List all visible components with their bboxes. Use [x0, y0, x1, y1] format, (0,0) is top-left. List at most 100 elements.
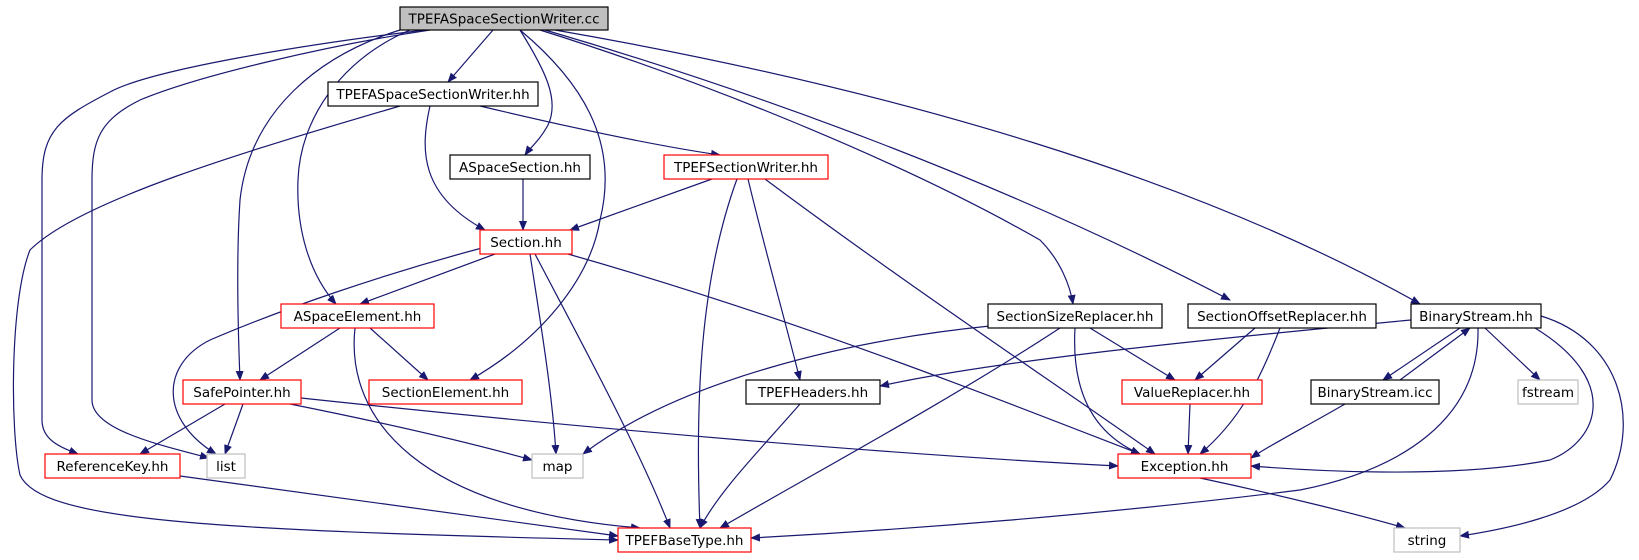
edge-root-to-sectionelement — [469, 29, 606, 381]
edge-binarystream_icc-to-exception — [1250, 403, 1346, 459]
node-sectionoffsetreplacer[interactable]: SectionOffsetReplacer.hh — [1187, 303, 1377, 329]
node-list[interactable]: list — [206, 453, 246, 479]
node-tpefheaders[interactable]: TPEFHeaders.hh — [745, 379, 881, 405]
node-box-binarystream_hh — [1410, 303, 1542, 329]
node-box-root — [399, 6, 609, 31]
edge-writer_hh-to-tpefsectionwriter — [479, 105, 721, 158]
node-safepointer[interactable]: SafePointer.hh — [182, 379, 302, 405]
node-fstream[interactable]: fstream — [1517, 379, 1579, 405]
node-label-aspacesection: ASpaceSection.hh — [459, 160, 581, 176]
node-root[interactable]: TPEFASpaceSectionWriter.cc — [399, 6, 609, 31]
node-box-list — [206, 453, 246, 479]
node-label-map: map — [543, 459, 573, 475]
node-box-sectionelement — [368, 379, 523, 405]
node-binarystream_hh[interactable]: BinaryStream.hh — [1410, 303, 1542, 329]
node-sectionsizereplacer[interactable]: SectionSizeReplacer.hh — [987, 303, 1163, 329]
node-label-root: TPEFASpaceSectionWriter.cc — [407, 12, 599, 28]
node-label-sectionsizereplacer: SectionSizeReplacer.hh — [997, 309, 1154, 325]
edge-tpefsectionwriter-to-tpefheaders — [747, 178, 802, 381]
node-exception[interactable]: Exception.hh — [1117, 453, 1252, 479]
edge-aspaceelement-to-sectionelement — [369, 327, 429, 381]
node-label-safepointer: SafePointer.hh — [193, 385, 290, 401]
edge-binarystream_hh-to-fstream — [1484, 327, 1541, 381]
edge-root-to-binarystream_hh — [554, 29, 1421, 305]
node-layer: TPEFASpaceSectionWriter.ccTPEFASpaceSect… — [44, 6, 1579, 553]
edge-writer_hh-to-section — [424, 105, 486, 231]
node-label-referencekey: ReferenceKey.hh — [57, 459, 169, 475]
edge-root-to-aspaceelement — [297, 29, 411, 305]
node-label-sectionoffsetreplacer: SectionOffsetReplacer.hh — [1197, 309, 1367, 325]
node-box-tpefheaders — [745, 379, 881, 405]
edge-root-to-sectionoffsetreplacer — [544, 29, 1231, 301]
edge-binarystream_icc-to-binarystream_hh — [1399, 327, 1471, 381]
node-box-fstream — [1517, 379, 1579, 405]
edge-binarystream_hh-to-tpefbasetype — [750, 327, 1479, 542]
node-box-tpefbasetype — [617, 527, 752, 553]
node-box-aspaceelement — [280, 303, 435, 329]
edge-sectionsizereplacer-to-map — [582, 325, 991, 455]
node-box-exception — [1117, 453, 1252, 479]
edge-sectionsizereplacer-to-exception — [1074, 327, 1141, 455]
node-writer_hh[interactable]: TPEFASpaceSectionWriter.hh — [327, 81, 539, 107]
edge-layer — [12, 29, 1624, 544]
node-box-referencekey — [44, 453, 181, 479]
edge-referencekey-to-tpefbasetype — [179, 475, 619, 539]
edge-section-to-aspaceelement — [359, 253, 496, 305]
node-label-exception: Exception.hh — [1141, 459, 1229, 475]
node-box-sectionoffsetreplacer — [1187, 303, 1377, 329]
node-aspacesection[interactable]: ASpaceSection.hh — [449, 154, 591, 180]
node-label-section: Section.hh — [490, 235, 562, 251]
edge-binarystream_hh-to-binarystream_icc — [1382, 327, 1461, 381]
node-referencekey[interactable]: ReferenceKey.hh — [44, 453, 181, 479]
edge-tpefsectionwriter-to-section — [569, 178, 713, 231]
node-label-binarystream_hh: BinaryStream.hh — [1419, 309, 1533, 325]
edge-tpefheaders-to-tpefbasetype — [699, 403, 801, 529]
edge-section-to-map — [529, 253, 560, 455]
edge-aspaceelement-to-safepointer — [259, 327, 341, 381]
edge-safepointer-to-list — [224, 403, 244, 455]
node-string[interactable]: string — [1393, 527, 1461, 553]
edge-writer_hh-to-tpefbasetype — [12, 105, 619, 544]
node-box-tpefsectionwriter — [663, 154, 829, 180]
node-box-sectionsizereplacer — [987, 303, 1163, 329]
node-tpefsectionwriter[interactable]: TPEFSectionWriter.hh — [663, 154, 829, 180]
edge-sectionsizereplacer-to-tpefbasetype — [719, 327, 1061, 529]
node-map[interactable]: map — [531, 453, 584, 479]
node-box-writer_hh — [327, 81, 539, 107]
edge-root-to-sectionsizereplacer — [539, 29, 1076, 305]
node-box-string — [1393, 527, 1461, 553]
edge-root-to-referencekey — [41, 29, 426, 455]
node-box-aspacesection — [449, 154, 591, 180]
edge-aspaceelement-to-tpefbasetype — [353, 327, 641, 532]
node-box-section — [479, 229, 573, 255]
node-box-valuereplacer — [1121, 379, 1263, 405]
node-label-sectionelement: SectionElement.hh — [382, 385, 509, 401]
node-box-safepointer — [182, 379, 302, 405]
node-label-writer_hh: TPEFASpaceSectionWriter.hh — [335, 87, 529, 103]
edge-root-to-safepointer — [235, 29, 401, 381]
edge-binarystream_hh-to-string — [1459, 315, 1624, 539]
node-label-valuereplacer: ValueReplacer.hh — [1134, 385, 1250, 401]
edge-root-to-list — [91, 29, 431, 460]
node-section[interactable]: Section.hh — [479, 229, 573, 255]
node-valuereplacer[interactable]: ValueReplacer.hh — [1121, 379, 1263, 405]
node-tpefbasetype[interactable]: TPEFBaseType.hh — [617, 527, 752, 553]
edge-section-to-tpefbasetype — [534, 253, 671, 529]
edge-sectionsizereplacer-to-valuereplacer — [1089, 327, 1176, 381]
edge-section-to-exception — [567, 253, 1141, 455]
node-label-tpefsectionwriter: TPEFSectionWriter.hh — [673, 160, 818, 176]
node-aspaceelement[interactable]: ASpaceElement.hh — [280, 303, 435, 329]
node-label-tpefheaders: TPEFHeaders.hh — [757, 385, 868, 401]
edge-safepointer-to-exception — [300, 397, 1119, 470]
node-label-aspaceelement: ASpaceElement.hh — [294, 309, 422, 325]
edge-valuereplacer-to-exception — [1184, 403, 1193, 455]
node-binarystream_icc[interactable]: BinaryStream.icc — [1310, 379, 1440, 405]
edge-exception-to-string — [1199, 477, 1406, 530]
node-sectionelement[interactable]: SectionElement.hh — [368, 379, 523, 405]
edge-binarystream_hh-to-exception — [1250, 327, 1594, 473]
edge-root-to-writer_hh — [447, 29, 494, 83]
node-label-string: string — [1408, 533, 1447, 549]
edge-safepointer-to-map — [289, 403, 533, 462]
edge-section-to-list — [172, 247, 483, 455]
